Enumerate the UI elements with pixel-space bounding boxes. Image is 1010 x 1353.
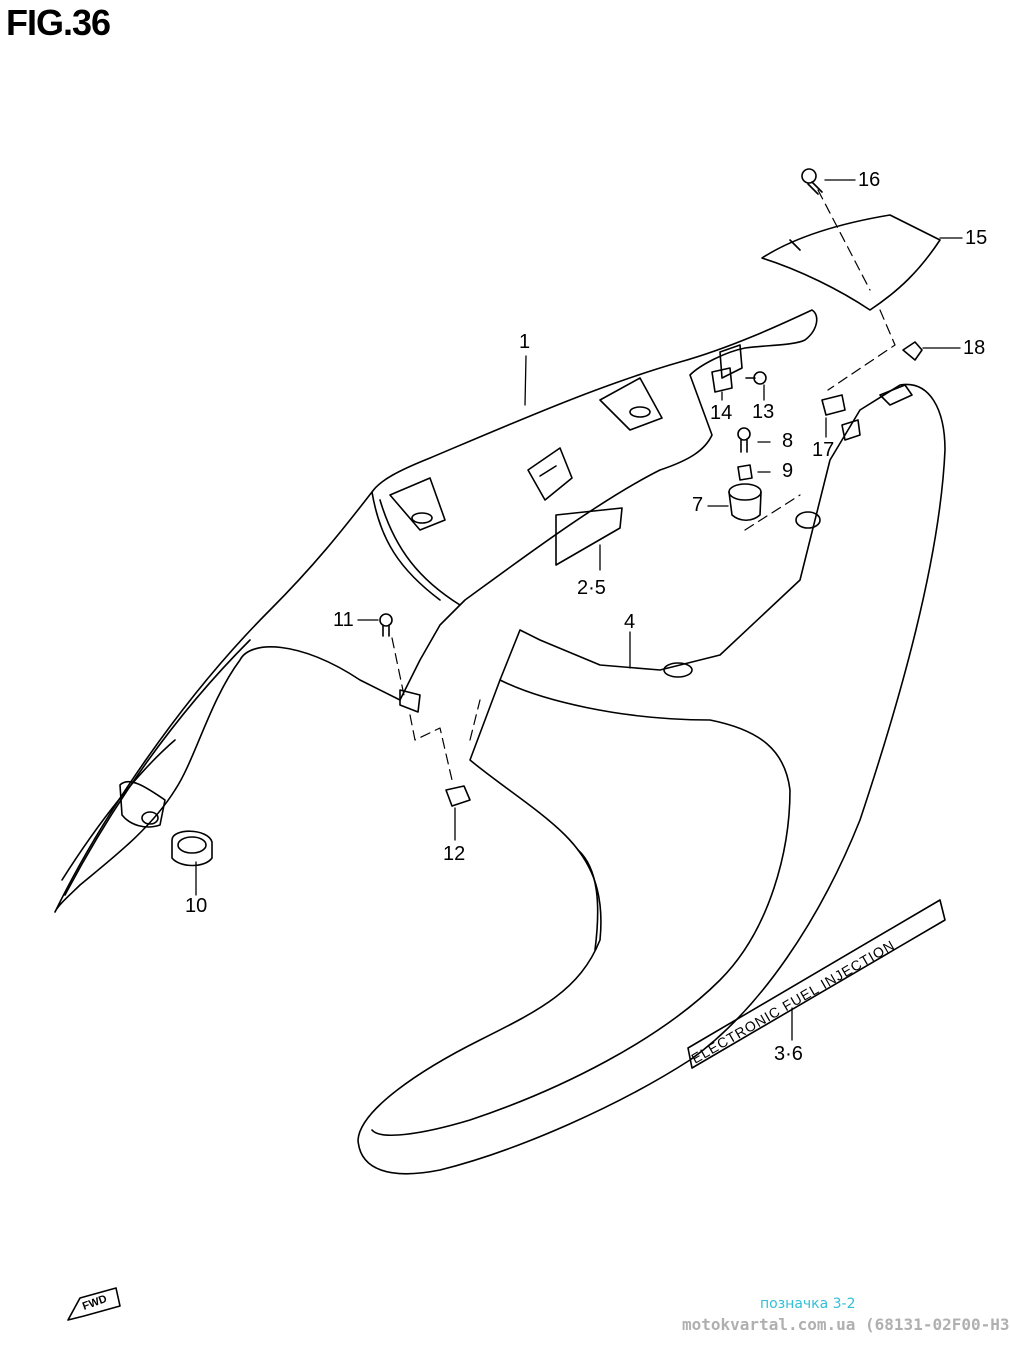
- part-18-clip: [902, 341, 923, 361]
- part-17-clip: [821, 394, 861, 441]
- callout-8: 8: [782, 430, 794, 452]
- callout-10: 10: [185, 895, 208, 917]
- figure-title: FIG.36: [6, 2, 111, 43]
- part-13-screw: [745, 371, 767, 385]
- leader-lines: [195, 179, 963, 1041]
- assembly-lines: [391, 189, 896, 781]
- callout-14: 14: [710, 402, 733, 424]
- watermark-subtitle: позначка 3-2: [760, 1296, 856, 1312]
- callout-7: 7: [692, 494, 704, 516]
- part-16-screw: [801, 168, 823, 195]
- callout-9: 9: [782, 460, 794, 482]
- part-11-screw: [379, 613, 393, 637]
- part-4-side-cover: [357, 383, 946, 1175]
- part-8-bolt: [737, 427, 751, 453]
- watermark-link[interactable]: motokvartal.com.ua (68131-02F00-H3: [682, 1315, 1010, 1334]
- callout-18: 18: [963, 337, 986, 359]
- part-3-6-emblem: [687, 899, 946, 1069]
- part-12-nut: [445, 785, 471, 807]
- callout-1: 1: [519, 331, 531, 353]
- callout-12: 12: [443, 843, 466, 865]
- callout-2-5: 2·5: [577, 577, 606, 599]
- callout-17: 17: [812, 439, 835, 461]
- callout-3-6: 3·6: [774, 1043, 803, 1065]
- part-7-grommet: [728, 483, 762, 522]
- callout-4: 4: [624, 611, 636, 633]
- part-9-collar: [737, 464, 753, 481]
- callout-13: 13: [752, 401, 775, 423]
- part-15-tail-cap: [761, 214, 941, 311]
- part-14-nut: [711, 367, 733, 393]
- part-1-seat-tail-cover: [54, 309, 818, 913]
- callout-15: 15: [965, 227, 988, 249]
- callout-16: 16: [858, 169, 881, 191]
- callout-11: 11: [333, 609, 354, 631]
- fwd-arrow-icon: [67, 1287, 121, 1321]
- part-10-grommet: [171, 830, 213, 867]
